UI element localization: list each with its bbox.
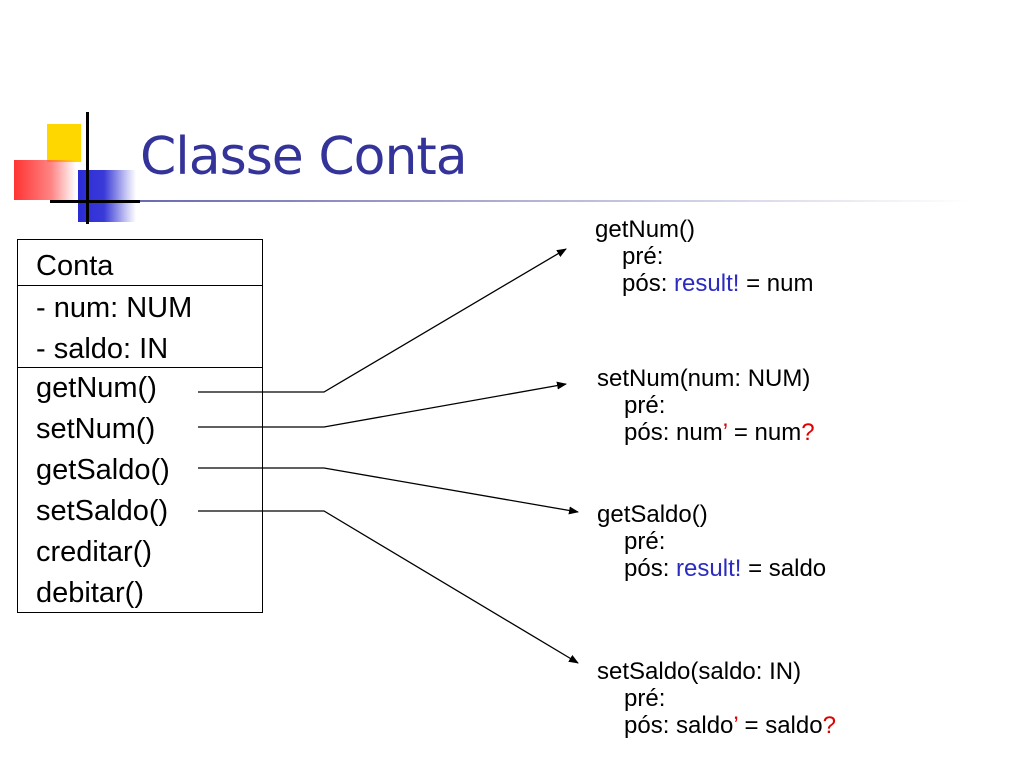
post-expression: = saldo	[741, 555, 827, 582]
operation-debitar: debitar()	[36, 577, 144, 609]
spec-precondition: pré:	[624, 528, 666, 555]
spec-signature: setSaldo(saldo: IN)	[597, 658, 802, 685]
spec-postcondition: pós: num’ = num?	[597, 419, 815, 446]
class-name-section: Conta	[18, 240, 262, 286]
post-prime: ’	[733, 712, 738, 739]
class-name: Conta	[36, 250, 114, 282]
post-expression: = saldo	[737, 712, 823, 739]
post-label: pós:	[622, 270, 668, 297]
logo-vertical-line	[86, 112, 89, 224]
class-operations-section: getNum() setNum() getSaldo() setSaldo() …	[18, 368, 262, 614]
class-attributes-section: - num: NUM - saldo: IN	[18, 286, 262, 368]
spec-setsaldo: setSaldo(saldo: IN) pré: pós: saldo’ = s…	[597, 658, 836, 739]
spec-signature: setNum(num: NUM)	[597, 365, 811, 392]
spec-setnum: setNum(num: NUM) pré: pós: num’ = num?	[597, 365, 815, 446]
operation-creditar: creditar()	[36, 536, 153, 568]
operation-setnum: setNum()	[36, 413, 156, 445]
logo-yellow-square	[47, 124, 81, 162]
post-result-highlight: result!	[676, 555, 742, 582]
logo-red-square	[14, 160, 76, 200]
post-expression: = num	[727, 419, 802, 446]
spec-signature: getNum()	[595, 216, 696, 243]
post-question-mark: ?	[822, 712, 836, 739]
spec-precondition: pré:	[624, 392, 666, 419]
spec-postcondition: pós: result! = saldo	[597, 555, 826, 582]
post-label: pós: saldo	[624, 712, 734, 739]
post-prime: ’	[722, 419, 728, 446]
spec-getsaldo: getSaldo() pré: pós: result! = saldo	[597, 501, 826, 582]
post-question-mark: ?	[801, 419, 815, 446]
spec-getnum: getNum() pré: pós: result! = num	[595, 216, 813, 297]
operation-setsaldo: setSaldo()	[36, 495, 169, 527]
post-result-highlight: result!	[674, 270, 740, 297]
logo-horizontal-line	[50, 200, 140, 203]
title-underline	[140, 200, 970, 202]
uml-class-box: Conta - num: NUM - saldo: IN getNum() se…	[17, 239, 263, 613]
post-expression: = num	[739, 270, 814, 297]
post-label: pós: num	[624, 419, 723, 446]
attribute-num: - num: NUM	[36, 292, 193, 324]
spec-precondition: pré:	[622, 243, 664, 270]
spec-signature: getSaldo()	[597, 501, 708, 528]
post-label: pós:	[624, 555, 670, 582]
attribute-saldo: - saldo: IN	[36, 333, 169, 365]
spec-postcondition: pós: saldo’ = saldo?	[597, 712, 836, 739]
spec-precondition: pré:	[624, 685, 666, 712]
operation-getnum: getNum()	[36, 372, 157, 404]
slide-title: Classe Conta	[140, 127, 468, 187]
operation-getsaldo: getSaldo()	[36, 454, 170, 486]
spec-postcondition: pós: result! = num	[595, 270, 813, 297]
